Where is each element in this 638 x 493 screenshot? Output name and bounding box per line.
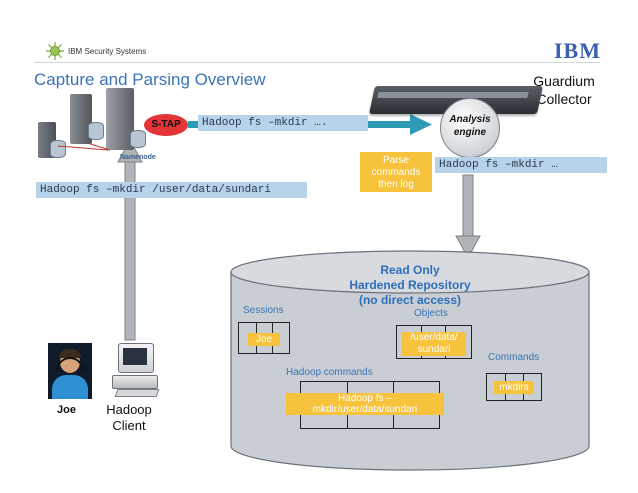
server-icon [70, 94, 92, 144]
repository-line1: Read Only [380, 263, 440, 277]
objects-label: Objects [414, 308, 448, 319]
repository-line2: Hardened Repository [349, 278, 471, 292]
database-icon [88, 122, 104, 140]
middle-command-box: Hadoop fs –mkdir … [435, 157, 607, 173]
collector-to-repository-arrow [455, 174, 481, 260]
repository-title: Read Only Hardened Repository (no direct… [320, 263, 500, 308]
guardium-appliance-front [377, 92, 529, 98]
namenode-label: Namenode [120, 154, 156, 161]
page-title: Capture and Parsing Overview [34, 70, 266, 89]
client-computer-icon [112, 343, 160, 397]
server-icon [106, 88, 134, 150]
keyboard [114, 389, 160, 397]
parse-line2: commands [371, 167, 421, 178]
collector-label: Guardium Collector [520, 72, 608, 108]
analysis-engine-line2: engine [453, 127, 487, 138]
header-divider [34, 62, 600, 63]
analysis-engine: Analysis engine [440, 98, 500, 158]
top-command-box: Hadoop fs –mkdir …. [198, 115, 368, 131]
objects-value-line2: sundari [417, 344, 451, 355]
analysis-engine-line1: Analysis [449, 114, 491, 125]
hadoop-value-line1: Hadoop fs – [338, 393, 392, 404]
objects-value-line1: /user/data/ [410, 332, 458, 343]
cluster-links [57, 143, 111, 151]
client-label-line1: Hadoop [106, 402, 152, 417]
client-label-line2: Client [112, 418, 146, 433]
user-hair [59, 349, 81, 358]
database-icon [130, 130, 146, 148]
user-avatar [48, 343, 92, 399]
computer-base [112, 375, 158, 389]
brand-text: IBM Security Systems [68, 47, 147, 56]
database-icon [50, 140, 66, 158]
commands-value: mkdirs [494, 381, 534, 394]
hadoop-cluster: S-TAP Namenode [34, 88, 194, 168]
client-label: Hadoop Client [98, 402, 160, 434]
sessions-value: Joe [248, 333, 280, 346]
parse-commands-box: Parse commands then log [360, 152, 432, 192]
header: IBM Security Systems IBM [34, 38, 601, 64]
left-command-box: Hadoop fs –mkdir /user/data/sundari [36, 182, 307, 198]
collector-label-line1: Guardium [533, 73, 595, 89]
repository-line3: (no direct access) [358, 293, 462, 307]
parse-line1: Parse [382, 155, 410, 166]
ibm-security-logo-icon [46, 42, 64, 60]
stap-badge: S-TAP [144, 114, 188, 136]
client-to-cluster-arrow [117, 138, 143, 341]
hadoop-commands-label: Hadoop commands [286, 367, 373, 378]
sessions-label: Sessions [243, 305, 284, 316]
parse-line3: then log [378, 179, 414, 190]
user-name: Joe [57, 404, 76, 416]
objects-value: /user/data/ sundari [402, 332, 466, 356]
monitor-screen [123, 348, 147, 365]
commands-label: Commands [488, 352, 540, 363]
hadoop-commands-value: Hadoop fs – mkdir/user/data/sundari [286, 393, 444, 415]
collector-label-line2: Collector [536, 91, 592, 107]
user-body [52, 375, 88, 399]
repository-cylinder [230, 250, 590, 471]
ibm-logo: IBM [554, 38, 601, 63]
hadoop-value-line2: mkdir/user/data/sundari [312, 404, 418, 415]
